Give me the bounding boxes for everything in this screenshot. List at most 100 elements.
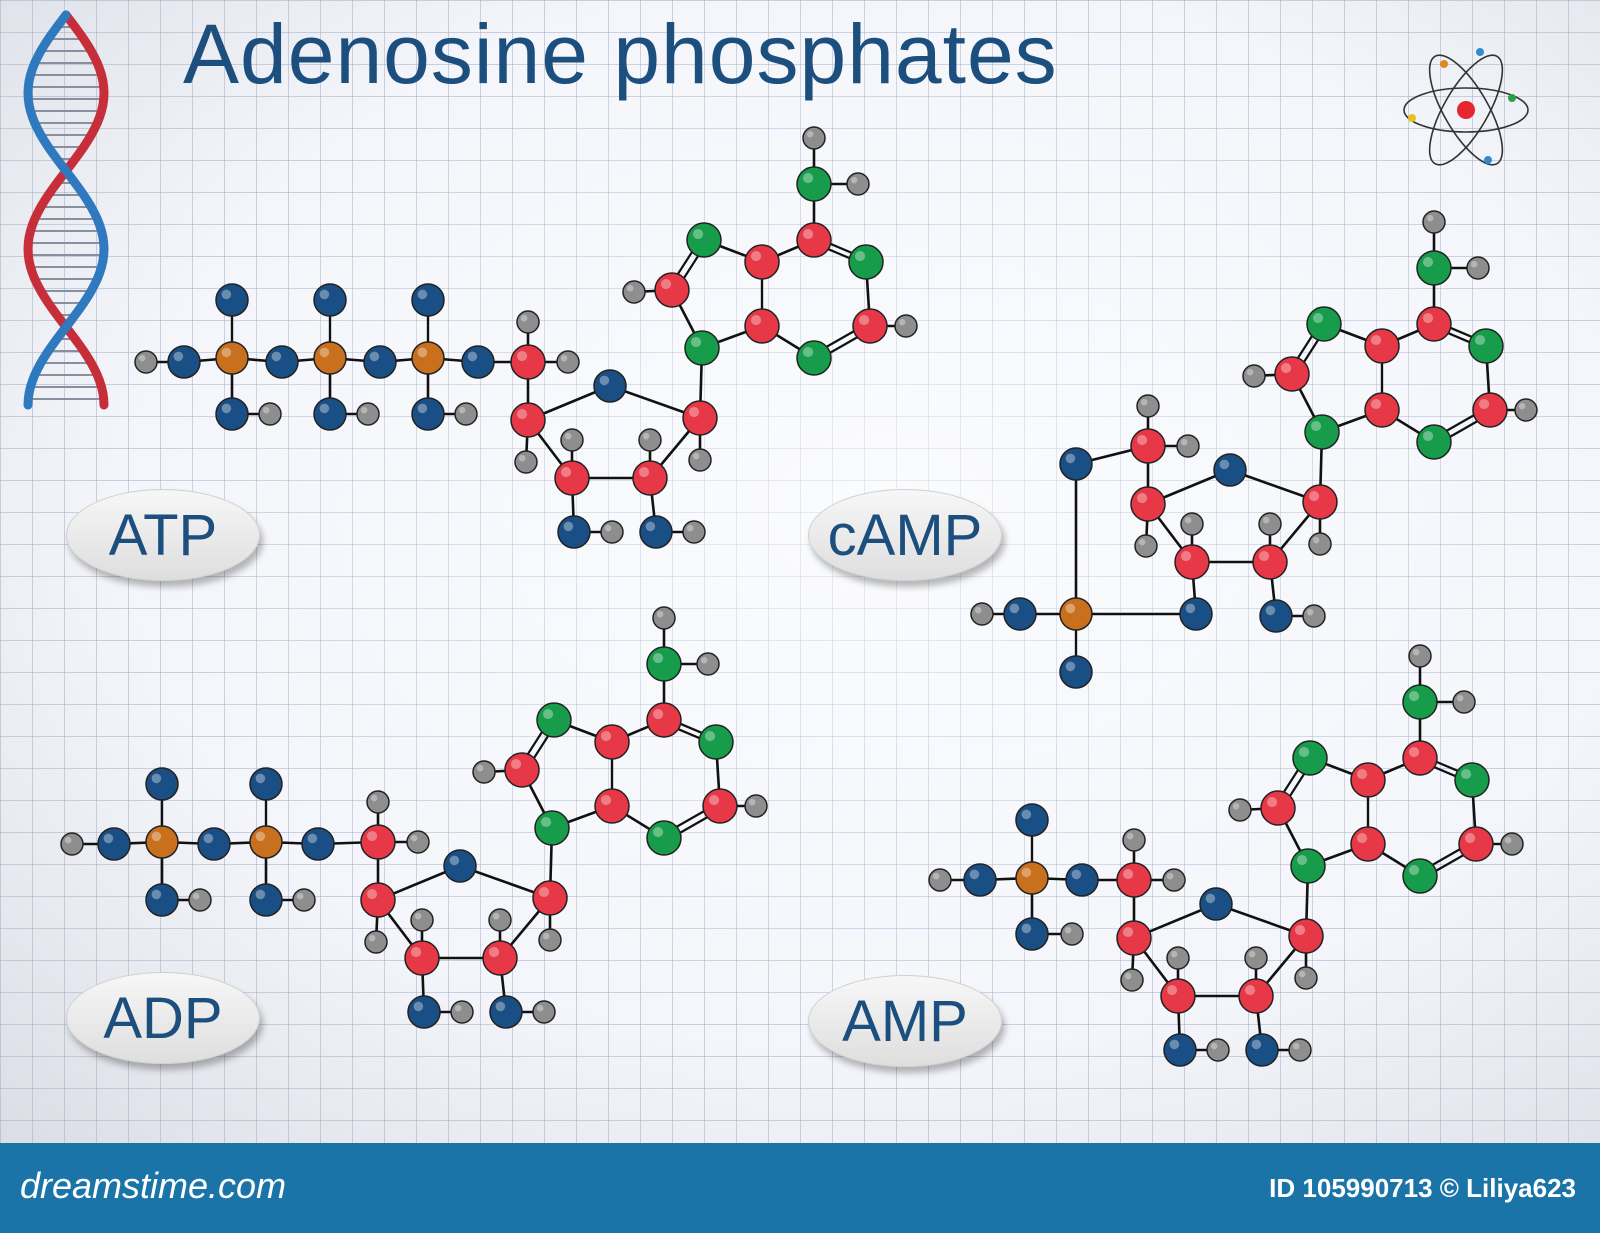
amp-label: AMP xyxy=(808,975,1002,1067)
atom-highlight xyxy=(1370,334,1382,346)
atom-highlight xyxy=(255,831,266,842)
atom-h xyxy=(1122,828,1146,852)
atom-c xyxy=(1472,392,1508,428)
atom-n xyxy=(684,330,720,366)
atom-highlight xyxy=(417,403,428,414)
atom-highlight xyxy=(413,1001,424,1012)
atom-h xyxy=(1206,1038,1230,1062)
atom-h xyxy=(1120,968,1144,992)
atom-o xyxy=(443,849,477,883)
atom-highlight xyxy=(969,869,980,880)
atom-highlight xyxy=(1185,603,1196,614)
atom-highlight xyxy=(692,228,704,240)
atom-highlight xyxy=(656,610,664,618)
atom-highlight xyxy=(1180,438,1188,446)
atom-highlight xyxy=(1464,832,1476,844)
atom-c xyxy=(1274,356,1310,392)
atom-n xyxy=(1402,858,1438,894)
atom-highlight xyxy=(458,406,466,414)
atom-c xyxy=(1160,978,1196,1014)
atom-o xyxy=(145,767,179,801)
atom-n xyxy=(1290,848,1326,884)
atom-highlight xyxy=(1170,950,1178,958)
atom-c xyxy=(796,222,832,258)
atom-highlight xyxy=(255,889,266,900)
atom-h xyxy=(1228,798,1252,822)
atom-highlight xyxy=(652,826,664,838)
atom-h xyxy=(1408,644,1432,668)
atom-highlight xyxy=(255,773,266,784)
atom-h xyxy=(1308,532,1332,556)
atom-h xyxy=(1180,512,1204,536)
atom-highlight xyxy=(1166,872,1174,880)
atom-o xyxy=(1213,453,1247,487)
atom-highlight xyxy=(296,892,304,900)
atom-highlight xyxy=(1356,832,1368,844)
atom-highlight xyxy=(516,408,528,420)
atom-highlight xyxy=(1136,492,1148,504)
atom-highlight xyxy=(1460,768,1472,780)
molecule-diagrams xyxy=(60,126,1538,1067)
atom-p xyxy=(215,341,249,375)
atom-highlight xyxy=(203,833,214,844)
atom-highlight xyxy=(560,354,568,362)
atom-n xyxy=(796,166,832,202)
atom-c xyxy=(1364,392,1400,428)
atom-highlight xyxy=(1021,809,1032,820)
atom-highlight xyxy=(319,289,330,300)
atom-highlight xyxy=(748,798,756,806)
atom-n xyxy=(796,340,832,376)
atom-o xyxy=(313,397,347,431)
atom-h xyxy=(744,794,768,818)
atom-h xyxy=(556,350,580,374)
atom-h xyxy=(292,888,316,912)
atom-highlight xyxy=(700,656,708,664)
atom-h xyxy=(450,1000,474,1024)
atom-h xyxy=(410,908,434,932)
atom-c xyxy=(360,882,396,918)
atom-highlight xyxy=(1009,603,1020,614)
atom-c xyxy=(646,702,682,738)
atom-o xyxy=(1015,917,1049,951)
atom-c xyxy=(510,402,546,438)
camp-label: cAMP xyxy=(808,489,1002,581)
atom-highlight xyxy=(652,652,664,664)
atom-h xyxy=(188,888,212,912)
atom-highlight xyxy=(1426,214,1434,222)
atom-o xyxy=(1059,447,1093,481)
atom-highlight xyxy=(642,432,650,440)
atom-o xyxy=(1059,655,1093,689)
atom-h xyxy=(928,868,952,892)
atom-highlight xyxy=(1219,459,1230,470)
atom-highlight xyxy=(1232,802,1240,810)
atom-o xyxy=(97,827,131,861)
atom-highlight xyxy=(1140,398,1148,406)
atom-n xyxy=(534,810,570,846)
atom-n xyxy=(1304,414,1340,450)
atom-h xyxy=(1514,398,1538,422)
atom-highlight xyxy=(410,834,418,842)
atom-highlight xyxy=(1184,516,1192,524)
atom-highlight xyxy=(564,432,572,440)
atom-highlight xyxy=(319,347,330,358)
atom-h xyxy=(622,280,646,304)
atom-c xyxy=(360,824,396,860)
atom-c xyxy=(404,940,440,976)
atom-highlight xyxy=(1169,1039,1180,1050)
atom-c xyxy=(744,308,780,344)
atom-c xyxy=(1364,328,1400,364)
atom-highlight xyxy=(1312,536,1320,544)
atom-highlight xyxy=(1280,362,1292,374)
atom-p xyxy=(1015,861,1049,895)
atom-c xyxy=(1130,486,1166,522)
atom-c xyxy=(554,460,590,496)
atom-highlight xyxy=(449,855,460,866)
atom-o xyxy=(557,515,591,549)
atom-n xyxy=(646,646,682,682)
atom-h xyxy=(472,760,496,784)
atom-c xyxy=(482,940,518,976)
atom-highlight xyxy=(1292,1042,1300,1050)
atom-o xyxy=(1003,597,1037,631)
atom-highlight xyxy=(560,466,572,478)
atom-p xyxy=(411,341,445,375)
